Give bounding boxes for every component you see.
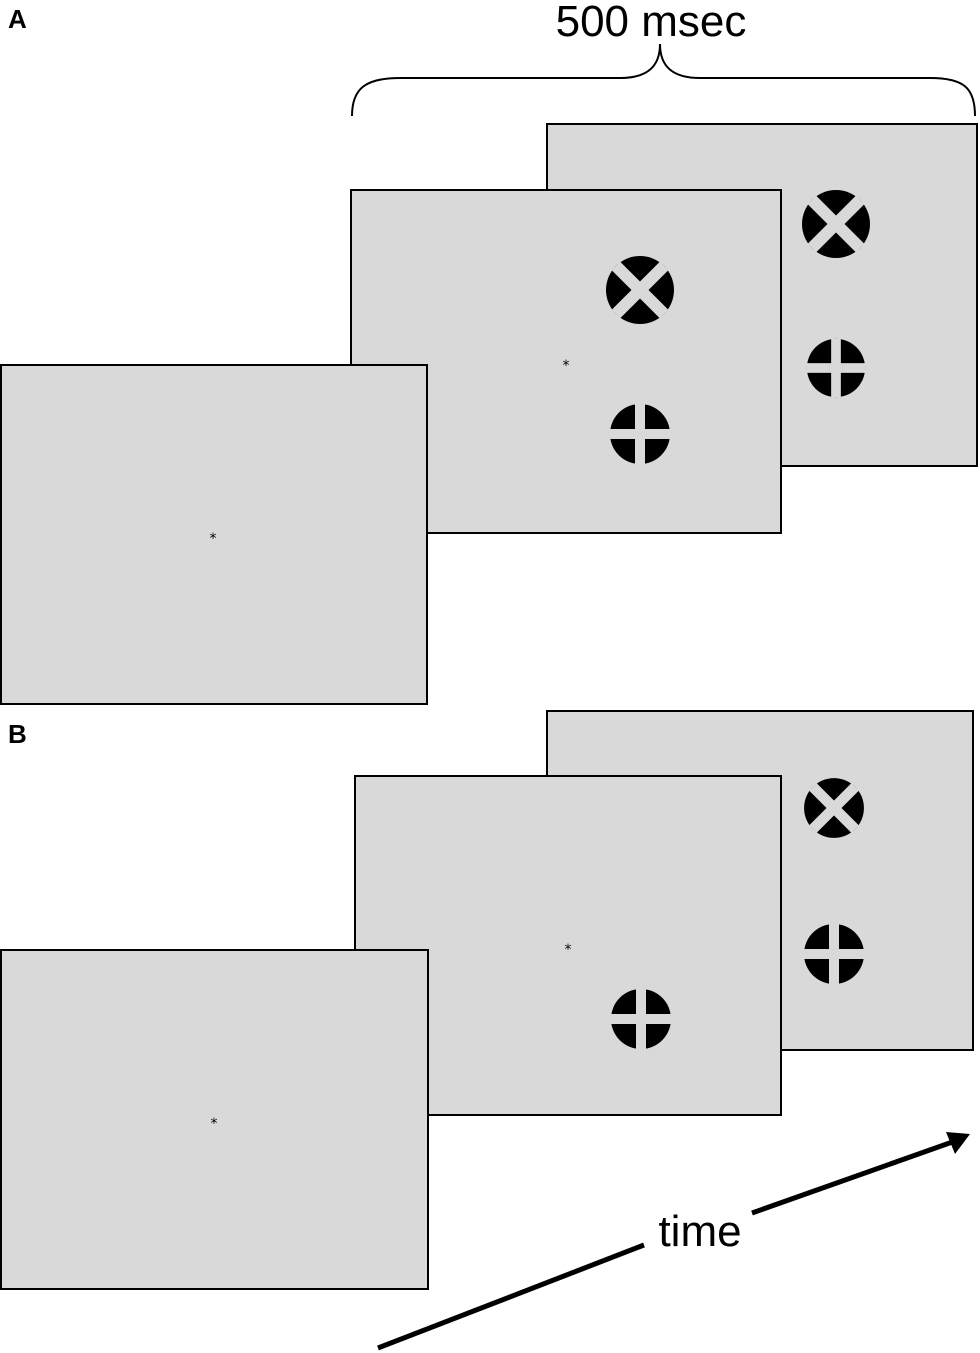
fixation-screen: *	[0, 364, 428, 705]
time-label: time	[658, 1207, 741, 1256]
plus-cross-icon	[611, 989, 671, 1049]
x-cross-icon	[606, 256, 674, 324]
panel-b: B * *	[0, 710, 974, 1290]
fixation-mark: *	[563, 358, 570, 374]
panel-a-label: A	[8, 4, 27, 34]
screen-frame	[0, 364, 428, 705]
arrowhead-icon	[946, 1132, 970, 1154]
duration-label: 500 msec	[556, 0, 747, 46]
time-arrow-tail	[377, 1242, 645, 1351]
plus-cross-icon	[804, 924, 864, 984]
panel-a: A 500 msec * *	[0, 0, 978, 705]
fixation-mark: *	[565, 942, 572, 958]
plus-cross-icon	[610, 404, 670, 464]
stimulus-screen-1: *	[354, 775, 782, 1116]
plus-cross-icon	[806, 338, 866, 398]
fixation-mark: *	[211, 1116, 218, 1132]
arrow-right-icon	[751, 1137, 959, 1216]
fixation-mark: *	[210, 531, 217, 547]
x-cross-icon	[804, 778, 864, 838]
screen-frame	[0, 949, 429, 1290]
fixation-screen: *	[0, 949, 429, 1290]
x-cross-icon	[802, 190, 870, 258]
screen-frame	[354, 775, 782, 1116]
panel-b-label: B	[8, 719, 27, 749]
duration-brace	[351, 43, 976, 117]
time-axis: time	[377, 1132, 970, 1351]
